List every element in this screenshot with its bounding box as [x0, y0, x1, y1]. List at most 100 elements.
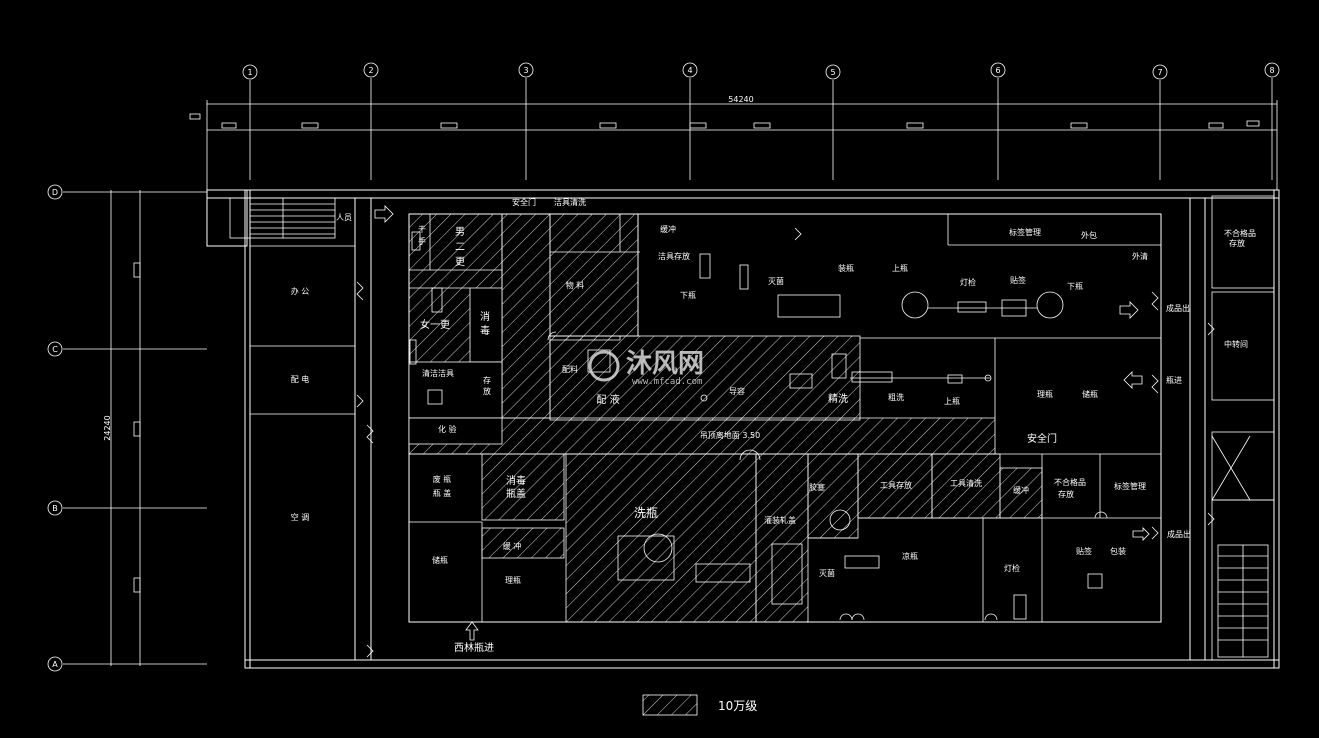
label-tieqian-top: 贴签: [1010, 275, 1026, 285]
label-er: 二: [455, 242, 465, 253]
label-renyuan: 人员: [336, 213, 352, 222]
outbound-arrow-bottom-icon: [1132, 527, 1150, 541]
axis-col-4: 4: [687, 66, 692, 75]
label-baozhuang: 包装: [1110, 546, 1126, 556]
axis-row-d: D: [52, 188, 58, 197]
label-du: 毒: [480, 324, 490, 337]
label-nan: 男: [455, 226, 465, 238]
label-waiqing: 外清: [1132, 251, 1148, 261]
label-chengpinchu-bottom: 成品出: [1167, 529, 1191, 539]
axis-col-8: 8: [1269, 66, 1274, 75]
label-liping-left: 理瓶: [505, 575, 521, 585]
watermark: 沐风网 www.mfcad.com: [588, 349, 704, 387]
staircase-bottom-right: [1217, 544, 1269, 658]
axis-row-b: B: [52, 504, 58, 513]
label-pinggai: 瓶盖: [506, 487, 526, 500]
label-xiping: 洗瓶: [634, 506, 658, 520]
label-shou: 手: [418, 236, 426, 246]
label-peiye: 配 液: [596, 393, 619, 406]
label-huanchong-left: 缓 冲: [503, 541, 522, 551]
label-huanchong-top: 缓冲: [660, 224, 676, 234]
label-cuxi: 粗洗: [888, 392, 904, 402]
inbound-arrow-icon: [1123, 371, 1143, 389]
label-tieqian-bottom: 贴签: [1076, 546, 1092, 556]
label-biaoqianguanli-mid: 标签管理: [1114, 481, 1146, 491]
column-axes: [242, 62, 1280, 180]
row-axes: [47, 184, 207, 672]
label-buhege-mid: 不合格品: [1054, 477, 1086, 487]
label-fang: 放: [483, 386, 491, 396]
label-shangping-mid: 上瓶: [944, 396, 960, 406]
axis-col-1: 1: [247, 68, 252, 77]
column-axis-labels: 1 2 3 4 5 6 7 8: [247, 66, 1274, 77]
label-zhongzhuanjian: 中转间: [1224, 339, 1248, 349]
label-peiliao: 配料: [562, 364, 578, 374]
label-nv-yi-geng: 女一更: [420, 318, 450, 331]
label-wuliao: 物 料: [566, 280, 585, 290]
label-jiejuqingxi: 洁具清洗: [554, 197, 586, 207]
row-axis-labels: D C B A: [52, 188, 58, 669]
label-xilinpingjin: 西林瓶进: [454, 641, 494, 654]
axis-row-a: A: [52, 660, 58, 669]
staircase-top-left: [229, 197, 336, 239]
label-pinggai-left: 瓶 盖: [433, 488, 452, 498]
equipment: [587, 253, 1103, 620]
label-xiaping-right: 下瓶: [1067, 281, 1083, 291]
label-qingjieju: 清洁洁具: [422, 368, 454, 378]
top-dimension: [189, 100, 1278, 190]
label-cun: 存: [483, 375, 491, 385]
arrow-right-icon: [374, 205, 394, 223]
label-miejun-top: 灭菌: [768, 276, 784, 286]
label-pingjin: 瓶进: [1166, 375, 1182, 385]
label-peidian: 配 电: [291, 374, 310, 384]
label-huayan: 化 验: [438, 424, 457, 434]
label-chuping: 储瓶: [1082, 389, 1098, 399]
label-dengjian-bottom: 灯检: [1004, 563, 1020, 573]
label-bangong: 办 公: [291, 286, 310, 296]
label-chuping-left: 储瓶: [432, 555, 448, 565]
watermark-brand: 沐风网: [626, 349, 704, 379]
label-shangping-top: 上瓶: [892, 263, 908, 273]
outbound-arrow-icon: [1119, 301, 1139, 319]
label-dengjian-top: 灯检: [960, 277, 976, 287]
label-miejun-bottom: 灭菌: [819, 568, 835, 578]
label-gongju-cunfang: 工具存放: [880, 480, 912, 490]
label-ganshou: 干: [418, 225, 426, 234]
overall-depth-dim: 24240: [103, 415, 112, 440]
label-xiaping-top: 下瓶: [680, 290, 696, 300]
watermark-logo-icon: [588, 350, 620, 382]
label-xiao: 消: [480, 310, 490, 323]
legend-swatch: [642, 694, 698, 716]
label-jiaosai: 胶塞: [809, 482, 825, 492]
label-cunfang-mid: 存放: [1058, 489, 1074, 499]
axis-col-7: 7: [1157, 68, 1162, 77]
left-block-detail: [409, 214, 640, 405]
overall-width-dim: 54240: [728, 95, 753, 104]
axis-col-6: 6: [995, 66, 1000, 75]
axis-col-5: 5: [830, 68, 835, 77]
label-guanzhuang: 灌装轧盖: [764, 515, 796, 525]
label-waibao: 外包: [1081, 230, 1097, 240]
left-block-rooms: [408, 287, 503, 445]
label-buhege-right: 不合格品: [1224, 228, 1256, 238]
axis-row-c: C: [52, 345, 58, 354]
legend: 10万级: [642, 694, 757, 716]
label-biaoqianguanli-top: 标签管理: [1009, 227, 1041, 237]
label-jingxi: 精洗: [828, 392, 848, 405]
axis-col-2: 2: [368, 66, 373, 75]
right-rooms: [1211, 195, 1275, 661]
label-anquanmen-top: 安全门: [512, 197, 536, 207]
doors: [356, 227, 1215, 658]
label-geng: 更: [455, 256, 465, 268]
note-ceiling-height: 吊顶离地面 3.50: [700, 430, 760, 440]
label-liping: 理瓶: [1037, 389, 1053, 399]
label-liangping: 凉瓶: [902, 551, 918, 561]
inbound-arrow-up-icon: [465, 621, 479, 641]
label-xiaodu: 消毒: [506, 474, 526, 487]
label-kongtiao: 空 调: [291, 512, 310, 522]
left-offices: [250, 245, 355, 415]
wall-dashes: [215, 192, 1272, 666]
label-huanchong-right: 缓冲: [1013, 485, 1029, 495]
room-labels: 安全门 洁具清洗 缓冲 洁具存放 男 二 更 干 手 女一更 消 毒 清洁洁具 …: [418, 197, 1191, 654]
